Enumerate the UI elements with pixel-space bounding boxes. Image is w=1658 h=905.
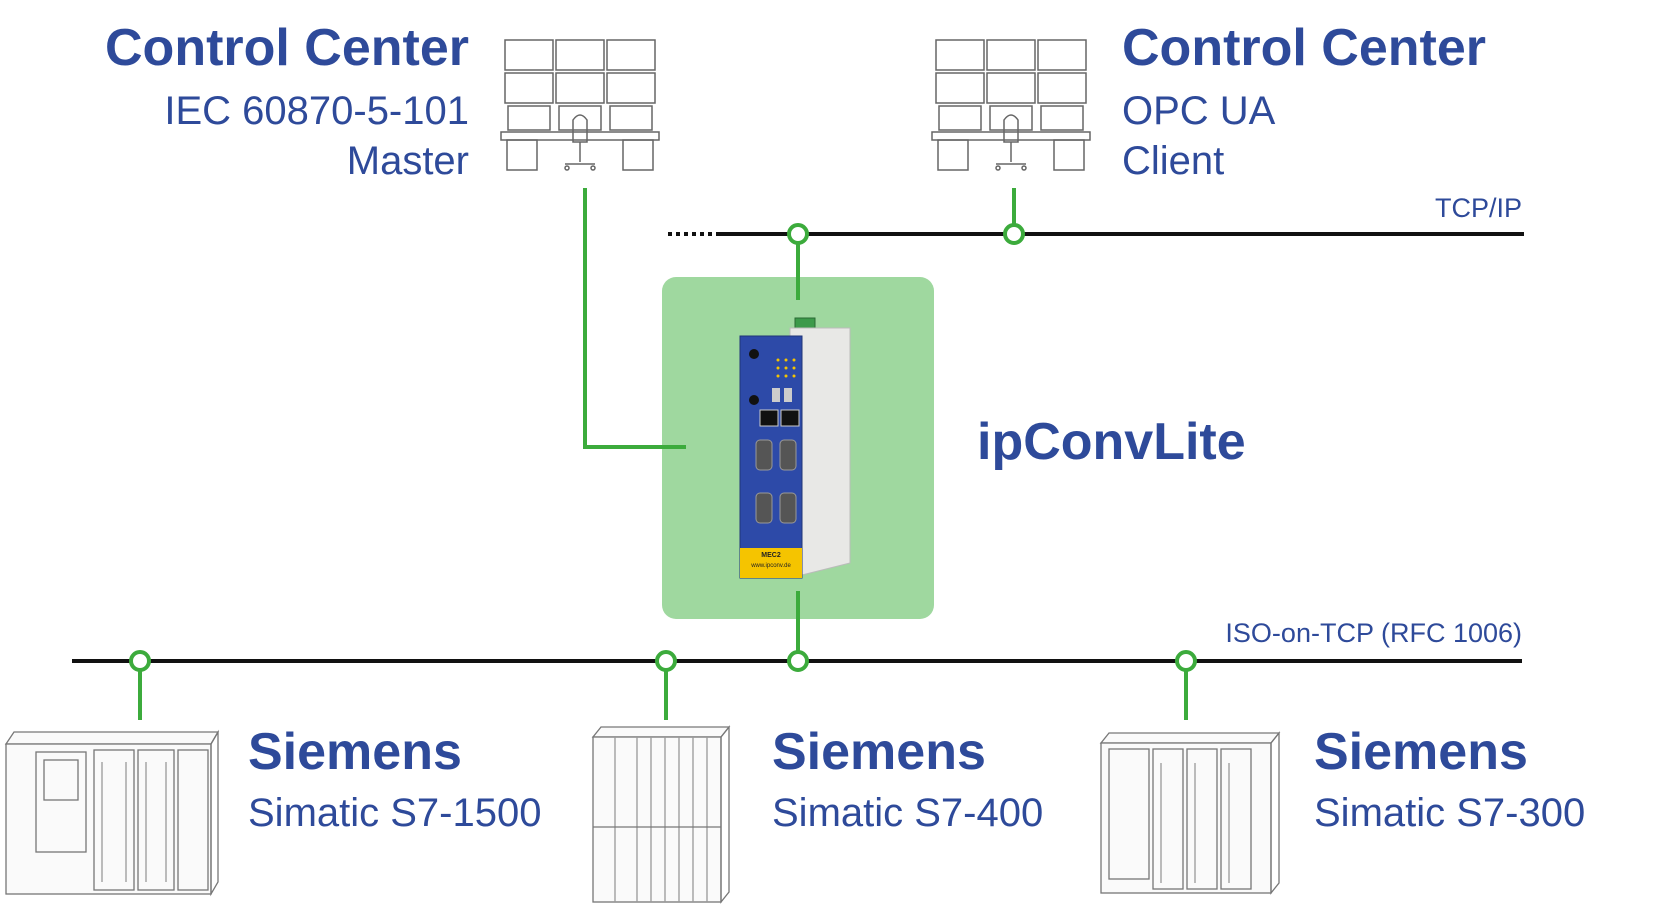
cc1-protocol: IEC 60870-5-101: [164, 89, 469, 133]
device-label: MEC2: [761, 552, 781, 559]
cc2-role: Client: [1122, 139, 1225, 183]
tcpip-label: TCP/IP: [1434, 193, 1522, 223]
junction-gateway-iso: [787, 650, 809, 672]
cc1-title: Control Center: [105, 19, 469, 77]
plc1-brand: Siemens: [248, 723, 462, 781]
plc2-model: Simatic S7-400: [772, 791, 1044, 835]
plc-s7-1500-icon: [4, 729, 220, 897]
gateway-name: ipConvLite: [977, 413, 1246, 471]
plc3-brand: Siemens: [1314, 723, 1528, 781]
device-url: www.ipconv.de: [750, 563, 791, 569]
cc2-protocol: OPC UA: [1122, 89, 1276, 133]
junction-plc1: [129, 650, 151, 672]
control-center-workstation-icon-1: [500, 39, 660, 171]
plc2-brand: Siemens: [772, 723, 986, 781]
iso-on-tcp-label: ISO-on-TCP (RFC 1006): [1225, 618, 1522, 648]
control-center-workstation-icon-2: [931, 39, 1091, 171]
plc3-model: Simatic S7-300: [1314, 791, 1586, 835]
serial-link: [583, 188, 686, 449]
plc1-model: Simatic S7-1500: [248, 791, 542, 835]
cc1-role: Master: [346, 139, 469, 183]
gateway-device-icon: [739, 317, 851, 579]
plc-s7-400-icon: [591, 725, 731, 904]
junction-gateway-tcpip: [787, 223, 809, 245]
cc2-title: Control Center: [1122, 19, 1486, 77]
plc-s7-300-icon: [1099, 731, 1281, 895]
junction-plc2: [655, 650, 677, 672]
junction-cc2-tcpip: [1003, 223, 1025, 245]
junction-plc3: [1175, 650, 1197, 672]
